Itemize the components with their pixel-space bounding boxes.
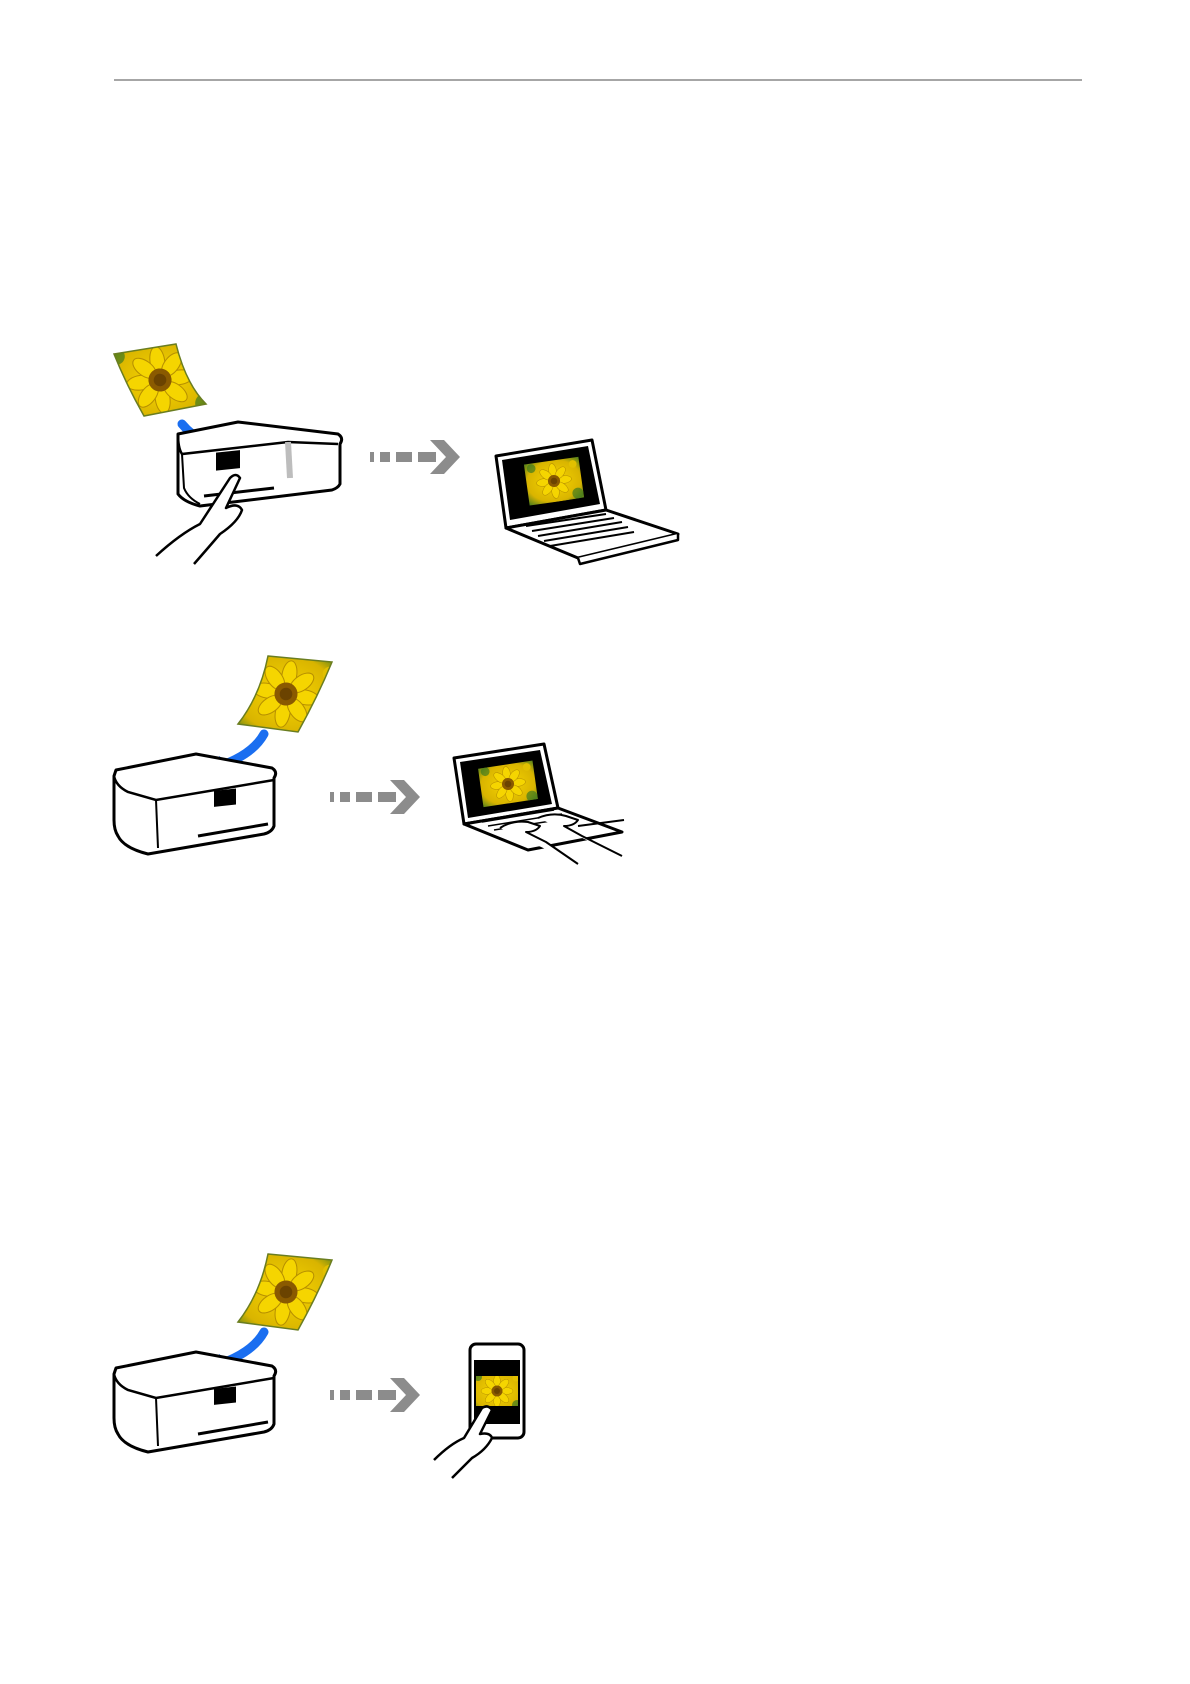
transfer-arrow-icon [330,1378,420,1412]
scan-from-computer [108,650,638,872]
scan-from-smart-device [108,1248,548,1480]
transfer-arrow-icon [330,780,420,814]
photo-document-icon [227,1244,344,1341]
laptop-icon [496,440,678,564]
transfer-arrow-icon [370,440,460,474]
scanner-icon [114,1352,276,1452]
finger-touch-icon [434,1406,492,1478]
scanner-icon [114,754,276,854]
photo-document-icon [102,333,217,427]
photo-document-icon [227,646,344,743]
laptop-typing-icon [454,744,624,864]
header-rule [114,79,1082,81]
scanner-icon [178,422,342,506]
scan-with-control-panel-to-computer [108,338,688,570]
